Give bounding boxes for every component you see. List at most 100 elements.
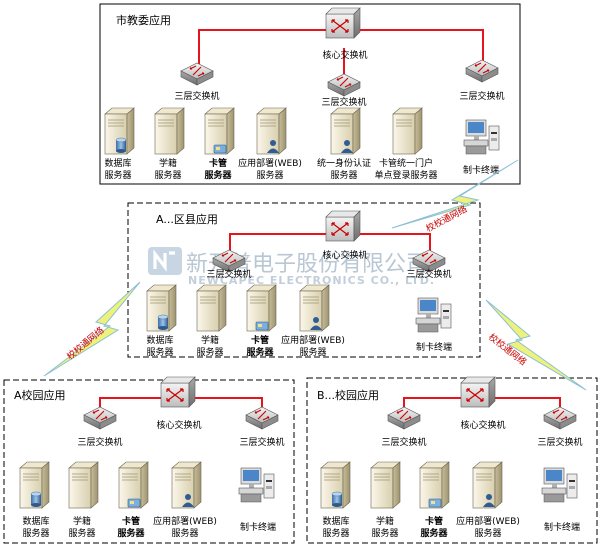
- district-core-switch-label: 核心交换机: [322, 249, 367, 261]
- campus-b-switch-left-label: 三层交换机: [381, 436, 426, 448]
- district-core-switch-icon: [325, 210, 361, 242]
- watermark-company-name-en: NEWCAPEC ELECTRONICS CO., LTD.: [188, 274, 435, 287]
- campus-a-server-web: 应用部署(WEB) 服务器: [153, 461, 217, 539]
- wan-label-1: 校校通网络: [424, 203, 469, 235]
- campus-b-switch-right-label: 三层交换机: [537, 436, 582, 448]
- campus-b-panel-border: [306, 377, 598, 544]
- campus-b-servers: 数据库 服务器 学籍 服务器 卡管 服务器 应用部署(WEB) 服务器: [320, 461, 520, 539]
- svg-text:服务器: 服务器: [117, 527, 145, 539]
- campus-a-switch-left-icon: [83, 406, 117, 430]
- city-core-switch-icon: [325, 7, 361, 39]
- campus-a-panel-title: A校园应用: [14, 388, 66, 402]
- svg-text:服务器: 服务器: [330, 169, 357, 181]
- district-terminal-label: 制卡终端: [416, 341, 452, 353]
- svg-text:统一身份认证: 统一身份认证: [317, 157, 371, 169]
- campus-b-switch-left-icon: [387, 406, 421, 430]
- svg-text:应用部署(WEB): 应用部署(WEB): [238, 157, 302, 169]
- svg-text:服务器: 服务器: [322, 527, 349, 539]
- city-switch-left-icon: [180, 62, 214, 86]
- city-terminal-label: 制卡终端: [463, 164, 499, 176]
- district-panel: A...区县应用 核心交换机 三层交换机 三层交换机 数据库 服务器 学籍 服务…: [127, 202, 481, 358]
- svg-text:卡管统一门户: 卡管统一门户: [379, 157, 433, 169]
- campus-b-core-switch-icon: [460, 376, 496, 408]
- user-server-icon: [299, 284, 330, 332]
- city-switch-mid-icon: [327, 73, 361, 97]
- wan-link-district-campus-a: 校校通网络: [43, 281, 141, 377]
- svg-text:服务器: 服务器: [146, 346, 173, 358]
- svg-text:服务器: 服务器: [104, 169, 131, 181]
- city-server-web: 应用部署(WEB) 服务器: [238, 107, 302, 181]
- campus-a-terminal-label: 制卡终端: [240, 521, 276, 533]
- city-server-student: 学籍 服务器: [154, 107, 185, 181]
- svg-text:卡管: 卡管: [425, 515, 443, 527]
- svg-text:应用部署(WEB): 应用部署(WEB): [281, 334, 345, 346]
- district-server-web: 应用部署(WEB) 服务器: [281, 284, 345, 358]
- city-panel-title: 市教委应用: [116, 13, 171, 27]
- watermark-logo-icon: [148, 247, 182, 275]
- svg-text:服务器: 服务器: [196, 346, 223, 358]
- district-servers: 数据库 服务器 学籍 服务器 卡管 服务器 应用部署(WEB) 服务器: [146, 284, 345, 358]
- svg-text:数据库: 数据库: [104, 157, 131, 169]
- card-terminal-icon: [415, 297, 452, 333]
- campus-a-core-switch-icon: [160, 376, 196, 408]
- wan-link-district-campus-b: 校校通网络: [485, 299, 587, 391]
- campus-b-terminal-label: 制卡终端: [544, 521, 580, 533]
- district-server-card: 卡管 服务器: [246, 284, 277, 358]
- campus-a-switch-left-label: 三层交换机: [77, 436, 122, 448]
- campus-b-server-card: 卡管 服务器: [419, 461, 450, 539]
- svg-text:卡管: 卡管: [251, 334, 269, 346]
- watermark: 新开普电子股份有限公司 NEWCAPEC ELECTRONICS CO., LT…: [148, 247, 435, 287]
- city-switch-mid-label: 三层交换机: [321, 96, 366, 108]
- svg-text:学籍: 学籍: [159, 157, 177, 169]
- svg-text:卡管: 卡管: [209, 157, 227, 169]
- svg-text:应用部署(WEB): 应用部署(WEB): [456, 515, 520, 527]
- campus-b-server-web: 应用部署(WEB) 服务器: [456, 461, 520, 539]
- svg-text:单点登录服务器: 单点登录服务器: [374, 169, 437, 181]
- city-server-portal: 卡管统一门户 单点登录服务器: [374, 107, 438, 181]
- lightning-bolt-icon: [485, 299, 587, 391]
- svg-text:服务器: 服务器: [474, 527, 501, 539]
- server-icon: [370, 461, 401, 509]
- wan-label-2: 校校通网络: [64, 324, 106, 362]
- campus-b-server-db: 数据库 服务器: [320, 461, 351, 539]
- user-server-icon: [256, 107, 287, 155]
- city-servers: 数据库 服务器 学籍 服务器 卡管 服务器 应用部署(WEB) 服务器: [104, 107, 438, 181]
- city-server-db: 数据库 服务器: [104, 107, 135, 181]
- campus-b-panel: B...校园应用 核心交换机 三层交换机 三层交换机 数据库 服务器 学籍 服务…: [306, 376, 598, 544]
- district-panel-title: A...区县应用: [156, 212, 218, 226]
- district-switch-right-label: 三层交换机: [406, 268, 451, 280]
- city-panel-border: [99, 3, 521, 185]
- card-terminal-icon: [463, 119, 500, 155]
- card-terminal-icon: [238, 467, 275, 503]
- city-core-switch-label: 核心交换机: [322, 49, 367, 61]
- campus-a-panel: A校园应用 核心交换机 三层交换机 三层交换机 数据库 服务器 学籍 服务器: [3, 376, 295, 544]
- campus-b-panel-title: B...校园应用: [317, 388, 379, 402]
- campus-a-server-student: 学籍 服务器: [68, 461, 99, 539]
- svg-text:学籍: 学籍: [376, 515, 394, 527]
- district-panel-border: [127, 202, 481, 358]
- svg-text:服务器: 服务器: [171, 527, 198, 539]
- city-switch-left-label: 三层交换机: [174, 90, 219, 102]
- svg-text:服务器: 服务器: [22, 527, 49, 539]
- server-icon: [392, 107, 423, 155]
- campus-a-server-card: 卡管 服务器: [117, 461, 149, 539]
- svg-text:服务器: 服务器: [68, 527, 95, 539]
- server-icon: [154, 107, 185, 155]
- svg-text:服务器: 服务器: [246, 346, 274, 358]
- server-icon: [68, 461, 99, 509]
- svg-text:服务器: 服务器: [154, 169, 181, 181]
- campus-a-switch-right-label: 三层交换机: [239, 436, 284, 448]
- campus-b-core-switch-label: 核心交换机: [460, 419, 505, 431]
- city-switch-right-label: 三层交换机: [459, 90, 504, 102]
- svg-text:数据库: 数据库: [322, 515, 349, 527]
- user-server-icon: [171, 461, 202, 509]
- campus-b-server-student: 学籍 服务器: [370, 461, 401, 539]
- user-server-icon: [472, 461, 503, 509]
- campus-a-server-db: 数据库 服务器: [19, 461, 50, 539]
- lightning-bolt-icon: [43, 281, 141, 377]
- city-server-identity: 统一身份认证 服务器: [317, 107, 371, 181]
- campus-a-core-switch-label: 核心交换机: [156, 419, 201, 431]
- svg-text:服务器: 服务器: [299, 346, 326, 358]
- city-links: [198, 29, 484, 78]
